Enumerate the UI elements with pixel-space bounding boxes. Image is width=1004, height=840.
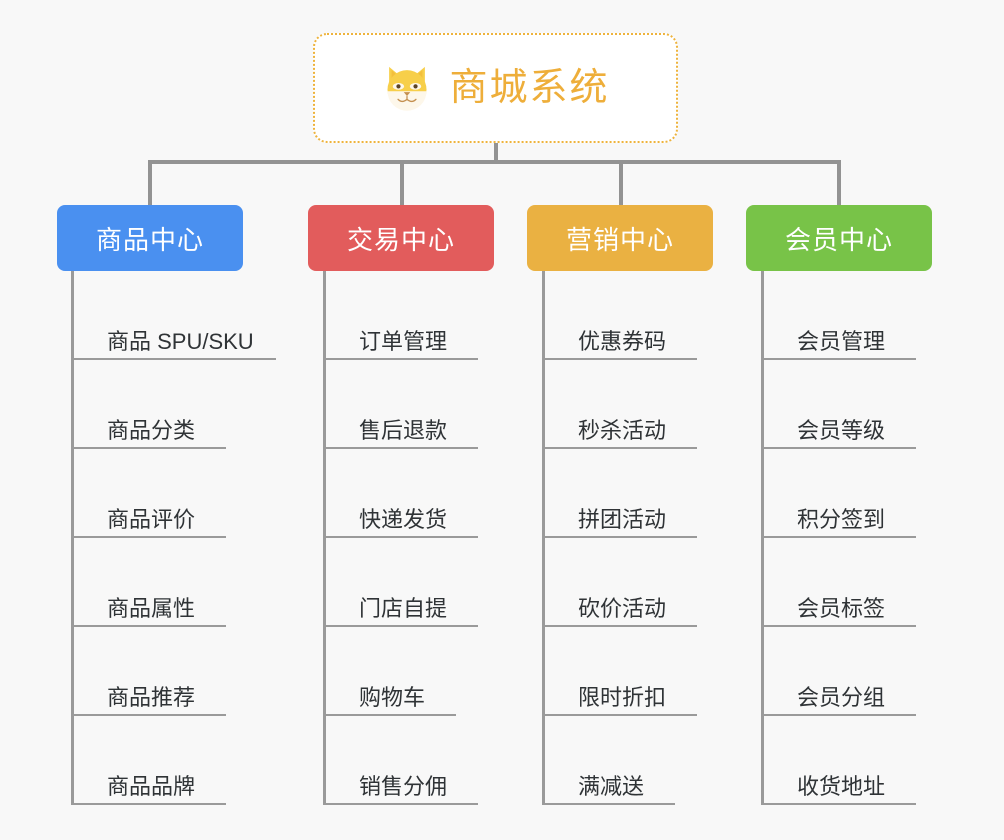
leaf-item-label: 优惠券码 <box>578 328 667 354</box>
leaf-item[interactable]: 商品 SPU/SKU <box>71 271 276 360</box>
connector-drop-2 <box>400 160 404 205</box>
leaf-item-label: 会员标签 <box>797 595 886 621</box>
leaf-item-label: 门店自提 <box>359 595 448 621</box>
leaf-item[interactable]: 优惠券码 <box>542 271 698 360</box>
leaf-item[interactable]: 会员分组 <box>761 627 917 716</box>
category-box-label: 交易中心 <box>346 224 455 255</box>
leaf-item-label: 会员管理 <box>797 328 886 354</box>
leaf-item-label: 快递发货 <box>359 506 448 532</box>
leaf-item-label: 收货地址 <box>797 773 886 799</box>
leaf-item-label: 商品评价 <box>107 506 196 532</box>
category-box-label: 商品中心 <box>95 224 204 255</box>
tree-rail <box>761 271 764 805</box>
leaf-item-label: 订单管理 <box>359 328 448 354</box>
leaf-column-3: 优惠券码秒杀活动拼团活动砍价活动限时折扣满减送 <box>542 271 698 805</box>
category-box-1[interactable]: 商品中心 <box>57 205 243 271</box>
connector-drop-3 <box>619 160 623 205</box>
category-box-2[interactable]: 交易中心 <box>308 205 494 271</box>
leaf-item-label: 售后退款 <box>359 417 448 443</box>
leaf-item[interactable]: 快递发货 <box>323 449 479 538</box>
leaf-item[interactable]: 商品推荐 <box>71 627 254 716</box>
leaf-item-label: 积分签到 <box>797 506 886 532</box>
leaf-item[interactable]: 会员标签 <box>761 538 917 627</box>
leaf-item[interactable]: 售后退款 <box>323 360 479 449</box>
leaf-item[interactable]: 购物车 <box>323 627 457 716</box>
leaf-item-label: 商品品牌 <box>107 773 196 799</box>
category-box-3[interactable]: 营销中心 <box>527 205 713 271</box>
leaf-item-label: 商品 SPU/SKU <box>107 328 254 354</box>
leaf-item[interactable]: 拼团活动 <box>542 449 698 538</box>
connector-horizontal-bus <box>148 160 837 164</box>
leaf-column-1: 商品 SPU/SKU 商品分类商品评价商品属性商品推荐商品品牌 <box>71 271 276 805</box>
shiba-dog-icon <box>387 66 427 111</box>
leaf-item[interactable]: 砍价活动 <box>542 538 698 627</box>
leaf-item[interactable]: 会员等级 <box>761 360 917 449</box>
leaf-item-label: 砍价活动 <box>578 595 667 621</box>
leaf-item[interactable]: 满减送 <box>542 716 676 805</box>
leaf-item[interactable]: 收货地址 <box>761 716 917 805</box>
tree-rail <box>542 271 545 805</box>
root-node-mall-system[interactable]: 商城系统 <box>313 33 678 143</box>
leaf-item-label: 满减送 <box>578 773 645 799</box>
leaf-item[interactable]: 会员管理 <box>761 271 917 360</box>
leaf-item[interactable]: 秒杀活动 <box>542 360 698 449</box>
category-box-label: 营销中心 <box>565 224 674 255</box>
leaf-item[interactable]: 商品分类 <box>71 360 254 449</box>
leaf-item-label: 秒杀活动 <box>578 417 667 443</box>
root-node-title: 商城系统 <box>449 67 610 109</box>
leaf-column-4: 会员管理会员等级积分签到会员标签会员分组收货地址 <box>761 271 917 805</box>
leaf-column-2: 订单管理售后退款快递发货门店自提购物车销售分佣 <box>323 271 479 805</box>
leaf-item-label: 商品推荐 <box>107 684 196 710</box>
leaf-item[interactable]: 积分签到 <box>761 449 917 538</box>
leaf-item-label: 销售分佣 <box>359 773 448 799</box>
leaf-item[interactable]: 销售分佣 <box>323 716 479 805</box>
connector-drop-4 <box>837 160 841 205</box>
leaf-item-label: 拼团活动 <box>578 506 667 532</box>
leaf-item-label: 商品属性 <box>107 595 196 621</box>
leaf-item-label: 商品分类 <box>107 417 196 443</box>
leaf-item[interactable]: 商品品牌 <box>71 716 254 805</box>
leaf-item[interactable]: 门店自提 <box>323 538 479 627</box>
leaf-item[interactable]: 限时折扣 <box>542 627 698 716</box>
leaf-item-label: 会员分组 <box>797 684 886 710</box>
tree-rail <box>71 271 74 805</box>
tree-rail <box>323 271 326 805</box>
connector-drop-1 <box>148 160 152 205</box>
leaf-item-label: 限时折扣 <box>578 684 667 710</box>
leaf-item[interactable]: 商品评价 <box>71 449 254 538</box>
category-box-4[interactable]: 会员中心 <box>746 205 932 271</box>
leaf-item-label: 会员等级 <box>797 417 886 443</box>
leaf-item-label: 购物车 <box>359 684 426 710</box>
connector-root-stem <box>494 143 498 163</box>
category-box-label: 会员中心 <box>784 224 893 255</box>
leaf-item[interactable]: 订单管理 <box>323 271 479 360</box>
leaf-item[interactable]: 商品属性 <box>71 538 254 627</box>
